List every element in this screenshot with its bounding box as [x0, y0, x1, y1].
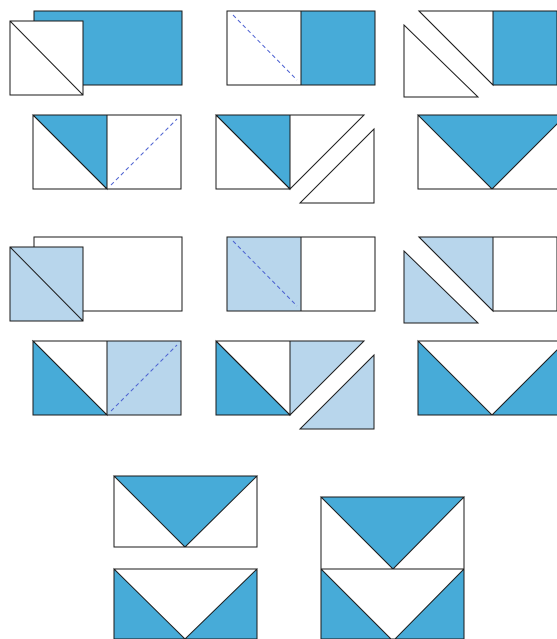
corner-square: [227, 237, 301, 311]
dark-corner-triangle-flying-geese-step-6: [418, 115, 557, 189]
light-corner-triangle-flying-geese-step-4: [33, 341, 181, 415]
light-corner-triangle-flying-geese-step-2: [227, 237, 375, 311]
rectangle-body: [493, 11, 557, 85]
light-corner-triangle-flying-geese-step-1: [10, 237, 182, 321]
light-corner-triangle-flying-geese-step-6: [418, 341, 557, 415]
dark-corner-triangle-flying-geese-step-4: [33, 115, 181, 189]
finished-units-unit-1: [114, 476, 257, 639]
dark-corner-triangle-flying-geese-step-3: [404, 11, 557, 97]
light-corner-triangle-flying-geese-step-3: [404, 237, 557, 323]
dark-corner-triangle-flying-geese-step-1: [10, 11, 182, 95]
dark-corner-triangle-flying-geese-step-2: [227, 11, 375, 85]
rectangle-body: [493, 237, 557, 311]
light-corner-triangle-flying-geese-step-5: [216, 341, 374, 429]
dark-corner-triangle-flying-geese-step-5: [216, 115, 374, 203]
finished-units-unit-2: [321, 497, 464, 639]
corner-square: [227, 11, 301, 85]
